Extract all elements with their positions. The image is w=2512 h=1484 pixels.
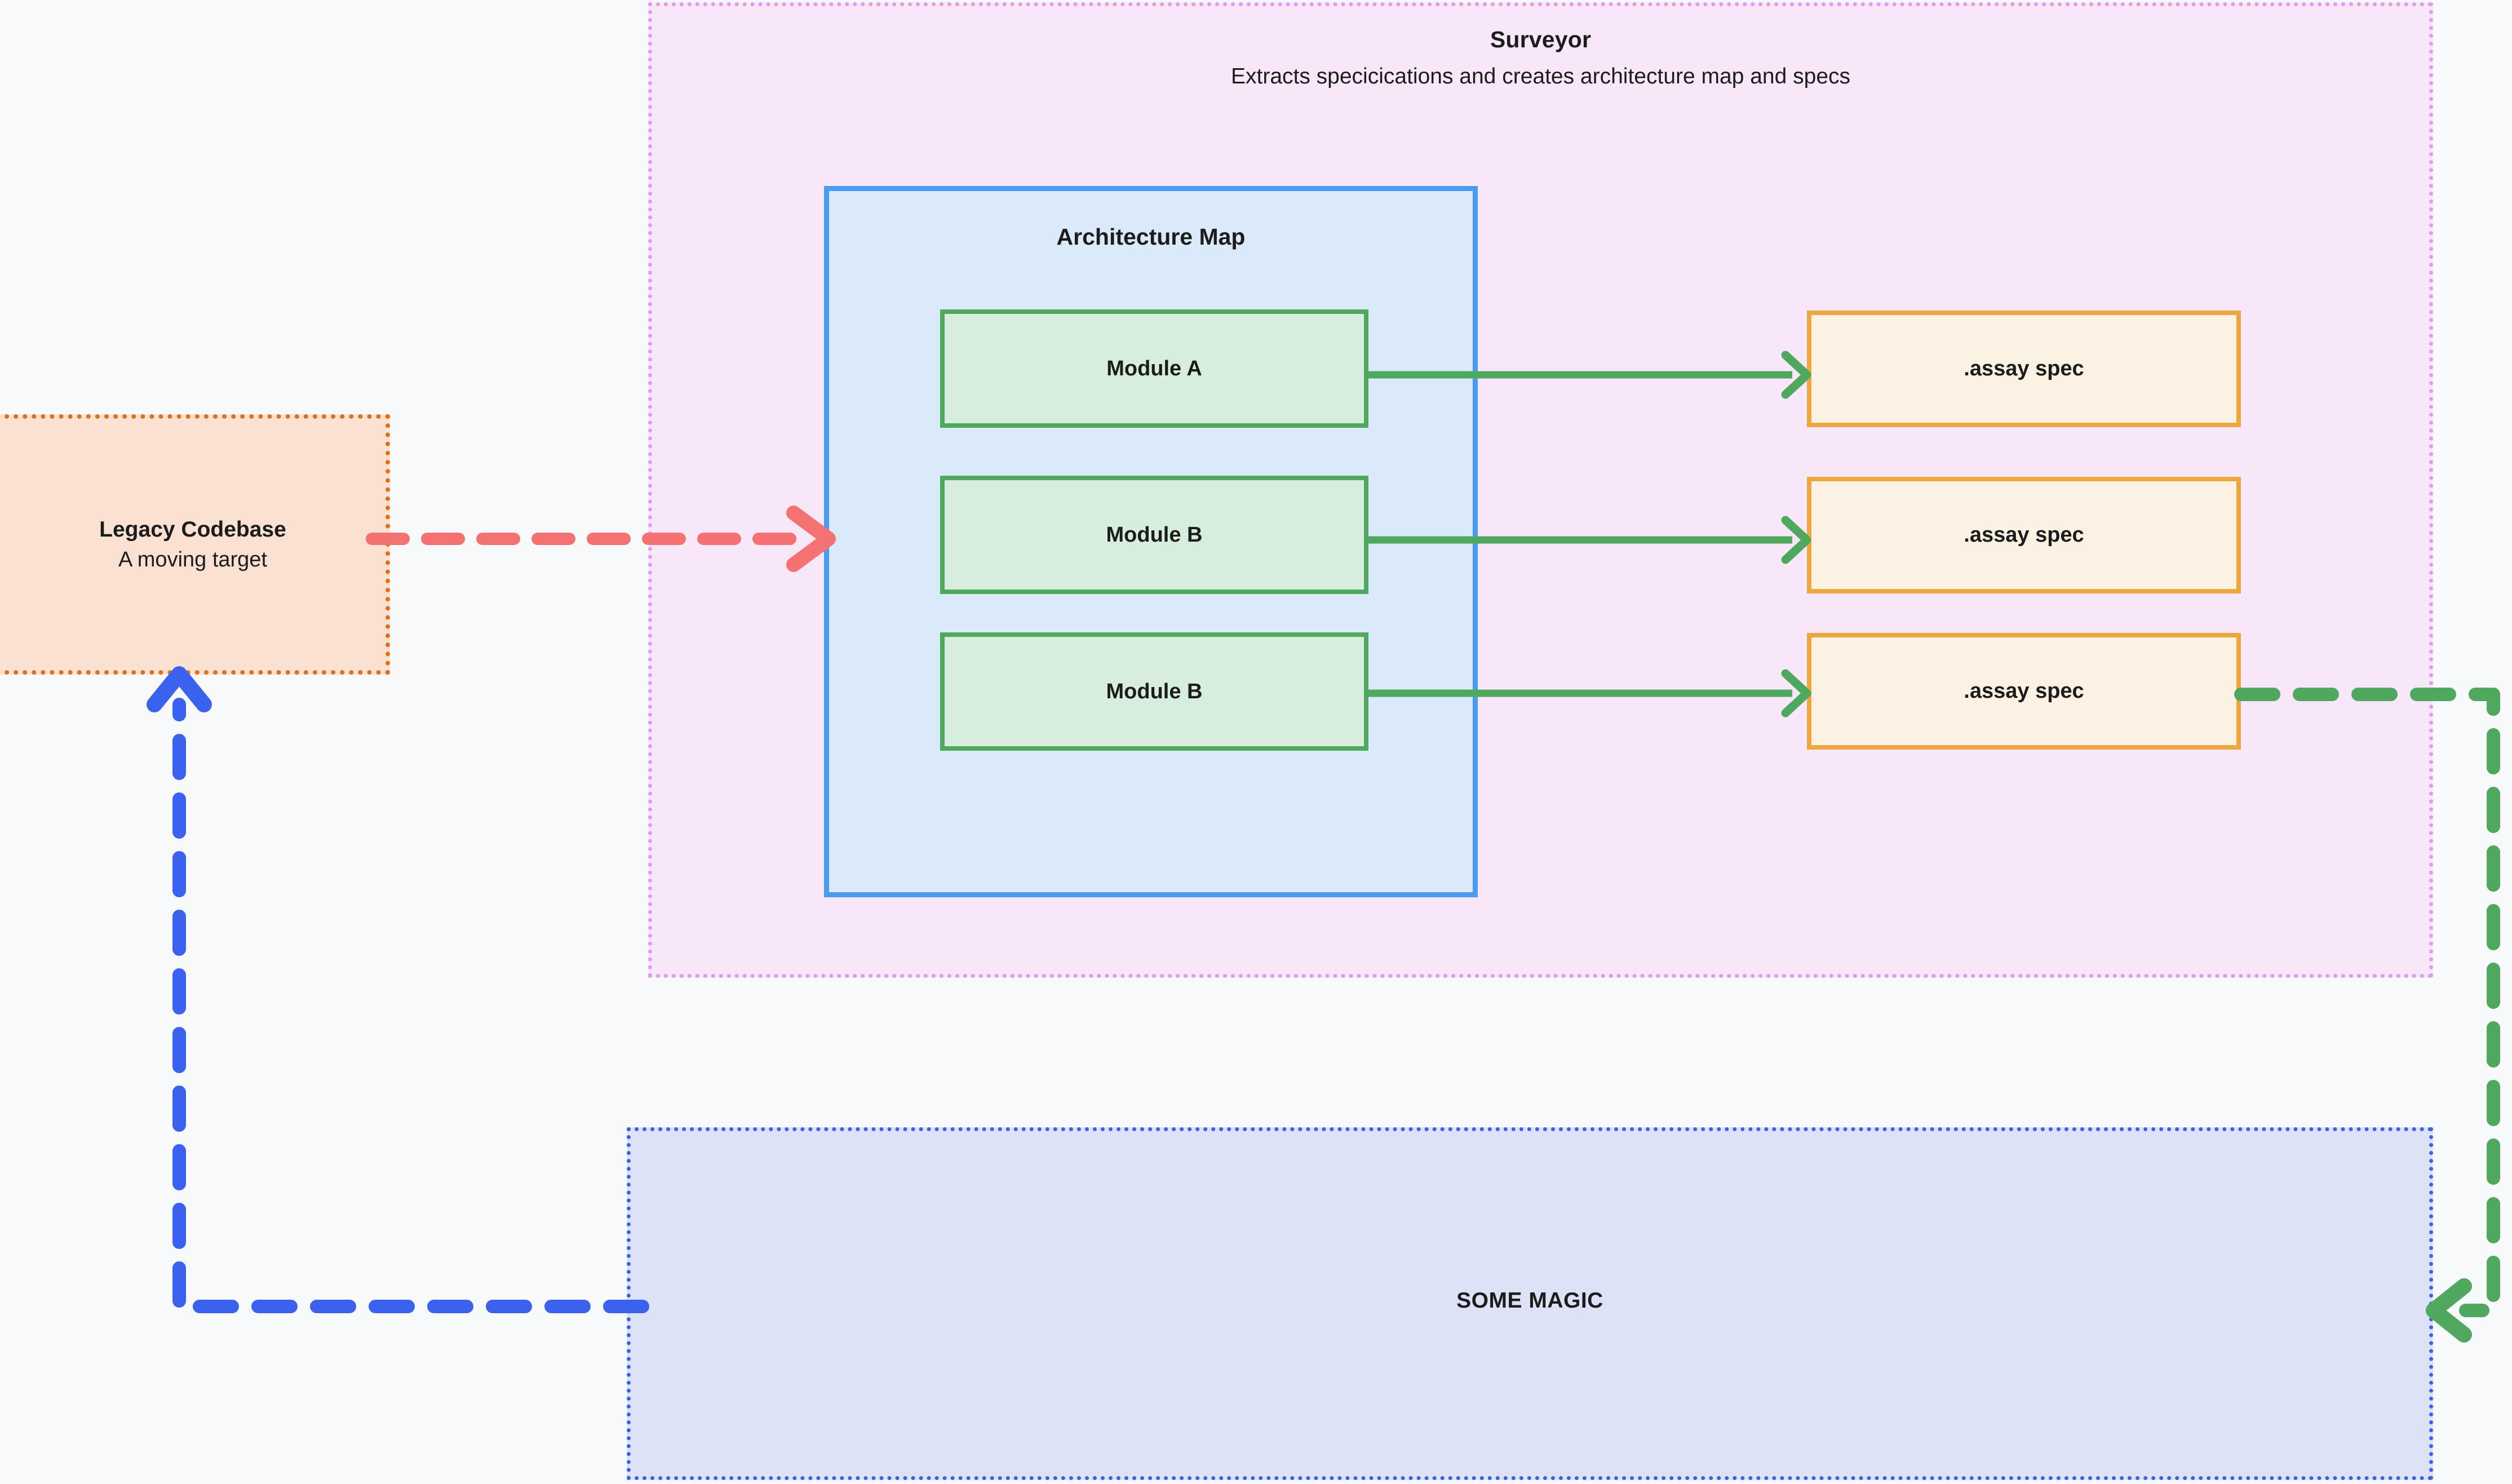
module-box[interactable]: Module B bbox=[940, 476, 1368, 594]
surveyor-title: Surveyor bbox=[1490, 26, 1592, 52]
surveyor-subtitle: Extracts specicications and creates arch… bbox=[1230, 64, 1851, 88]
module-box[interactable]: Module B bbox=[940, 632, 1368, 751]
legacy-codebase-box[interactable]: Legacy Codebase A moving target bbox=[0, 414, 390, 675]
assay-spec-box[interactable]: .assay spec bbox=[1807, 633, 2241, 750]
legacy-codebase-title: Legacy Codebase bbox=[99, 517, 286, 542]
legacy-codebase-subtitle: A moving target bbox=[118, 547, 268, 572]
some-magic-box[interactable]: SOME MAGIC bbox=[627, 1127, 2433, 1480]
assay-spec-box[interactable]: .assay spec bbox=[1807, 311, 2241, 427]
module-box[interactable]: Module A bbox=[940, 309, 1368, 428]
arrow-magic-to-legacy bbox=[147, 666, 649, 1313]
some-magic-label: SOME MAGIC bbox=[1456, 1288, 1603, 1313]
assay-spec-box[interactable]: .assay spec bbox=[1807, 477, 2241, 593]
architecture-map-title: Architecture Map bbox=[1056, 224, 1246, 250]
